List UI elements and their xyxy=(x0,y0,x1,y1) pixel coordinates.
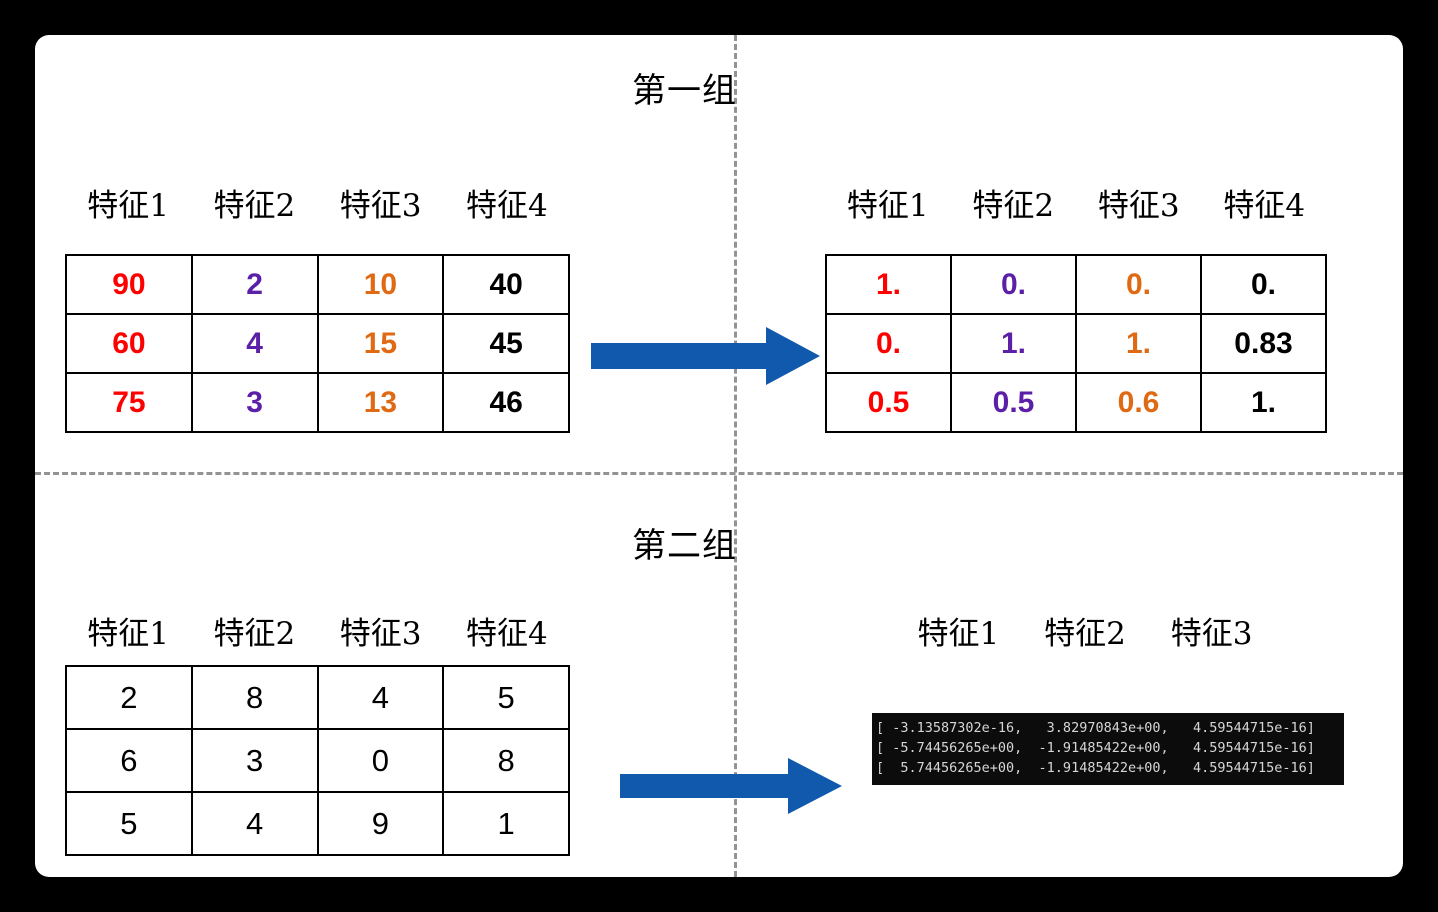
cell-r3c3: 0.6 xyxy=(1075,372,1202,433)
terminal-line-1: [ -3.13587302e-16, 3.82970843e+00, 4.595… xyxy=(876,720,1315,736)
table-row: 75 3 13 46 xyxy=(65,372,570,433)
table-row: 1. 0. 0. 0. xyxy=(825,254,1327,315)
header-feature-1: 特征1 xyxy=(846,188,929,224)
cell-r1c1: 90 xyxy=(65,254,193,315)
cell-r2c3: 0 xyxy=(316,728,445,793)
cell-r2c1: 60 xyxy=(65,313,193,374)
header-feature-4: 特征4 xyxy=(466,188,548,224)
cell-r1c3: 4 xyxy=(316,665,445,730)
cell-r1c3: 0. xyxy=(1075,254,1202,315)
terminal-line-3: [ 5.74456265e+00, -1.91485422e+00, 4.595… xyxy=(876,759,1315,776)
header-feature-1: 特征1 xyxy=(87,188,169,224)
cell-r3c4: 1. xyxy=(1200,372,1327,433)
cell-r2c1: 6 xyxy=(65,728,193,793)
cell-r1c1: 1. xyxy=(825,254,952,315)
table-row: 60 4 15 45 xyxy=(65,313,570,374)
cell-r1c2: 8 xyxy=(190,665,319,730)
table-row: 2 8 4 5 xyxy=(65,665,570,730)
slide-canvas: 第一组 特征1 特征2 特征3 特征4 90 2 10 40 60 4 15 4… xyxy=(35,35,1403,877)
cell-r2c1: 0. xyxy=(825,313,952,374)
cell-r2c4: 45 xyxy=(442,313,570,374)
header-feature-3: 特征3 xyxy=(1170,616,1253,652)
cell-r2c4: 8 xyxy=(442,728,570,793)
cell-r1c1: 2 xyxy=(65,665,193,730)
cell-r3c2: 4 xyxy=(190,791,319,856)
table-row: 6 3 0 8 xyxy=(65,728,570,793)
group-2-source-header-row: 特征1 特征2 特征3 特征4 xyxy=(65,608,570,653)
group-1-transform-arrow xyxy=(591,327,820,385)
header-feature-3: 特征3 xyxy=(339,616,422,652)
table-row: 0.5 0.5 0.6 1. xyxy=(825,372,1327,433)
group-2-result-header-row: 特征1 特征2 特征3 xyxy=(895,608,1275,653)
cell-r3c2: 3 xyxy=(190,372,319,433)
header-feature-3: 特征3 xyxy=(339,188,422,224)
cell-r3c3: 13 xyxy=(316,372,445,433)
group-1-result-table: 1. 0. 0. 0. 0. 1. 1. 0.83 0.5 0.5 0.6 1. xyxy=(825,254,1327,433)
cell-r3c4: 46 xyxy=(442,372,570,433)
header-feature-2: 特征2 xyxy=(213,616,296,652)
cell-r2c3: 1. xyxy=(1075,313,1202,374)
table-row: 0. 1. 1. 0.83 xyxy=(825,313,1327,374)
cell-r3c3: 9 xyxy=(316,791,445,856)
cell-r1c2: 0. xyxy=(950,254,1077,315)
group-2-transform-arrow xyxy=(620,758,842,814)
cell-r3c1: 75 xyxy=(65,372,193,433)
cell-r1c4: 40 xyxy=(442,254,570,315)
cell-r3c2: 0.5 xyxy=(950,372,1077,433)
header-feature-1: 特征1 xyxy=(917,616,1000,652)
table-row: 90 2 10 40 xyxy=(65,254,570,315)
cell-r2c2: 3 xyxy=(190,728,319,793)
cell-r3c1: 5 xyxy=(65,791,193,856)
cell-r3c4: 1 xyxy=(442,791,570,856)
header-feature-1: 特征1 xyxy=(87,616,169,652)
group-2-result-terminal-output: [ -3.13587302e-16, 3.82970843e+00, 4.595… xyxy=(872,713,1344,785)
header-feature-3: 特征3 xyxy=(1097,188,1180,224)
group-1-source-table: 90 2 10 40 60 4 15 45 75 3 13 46 xyxy=(65,254,570,433)
header-feature-4: 特征4 xyxy=(1223,188,1306,224)
group-1-result-header-row: 特征1 特征2 特征3 特征4 xyxy=(825,180,1327,225)
cell-r2c3: 15 xyxy=(316,313,445,374)
cell-r1c2: 2 xyxy=(190,254,319,315)
terminal-line-2: [ -5.74456265e+00, -1.91485422e+00, 4.59… xyxy=(876,739,1315,756)
group-2-source-table: 2 8 4 5 6 3 0 8 5 4 9 1 xyxy=(65,665,570,856)
cell-r3c1: 0.5 xyxy=(825,372,952,433)
vertical-guide-line xyxy=(734,35,737,877)
table-row: 5 4 9 1 xyxy=(65,791,570,856)
group-1-source-header-row: 特征1 特征2 特征3 特征4 xyxy=(65,180,570,225)
header-feature-2: 特征2 xyxy=(1044,616,1126,652)
group-2-title: 第二组 xyxy=(632,526,737,566)
horizontal-guide-line xyxy=(35,472,1403,475)
header-feature-2: 特征2 xyxy=(972,188,1055,224)
header-feature-4: 特征4 xyxy=(466,616,548,652)
cell-r2c2: 1. xyxy=(950,313,1077,374)
cell-r2c4: 0.83 xyxy=(1200,313,1327,374)
cell-r1c4: 5 xyxy=(442,665,570,730)
cell-r2c2: 4 xyxy=(190,313,319,374)
group-1-title: 第一组 xyxy=(632,71,737,111)
cell-r1c3: 10 xyxy=(316,254,445,315)
cell-r1c4: 0. xyxy=(1200,254,1327,315)
header-feature-2: 特征2 xyxy=(213,188,296,224)
